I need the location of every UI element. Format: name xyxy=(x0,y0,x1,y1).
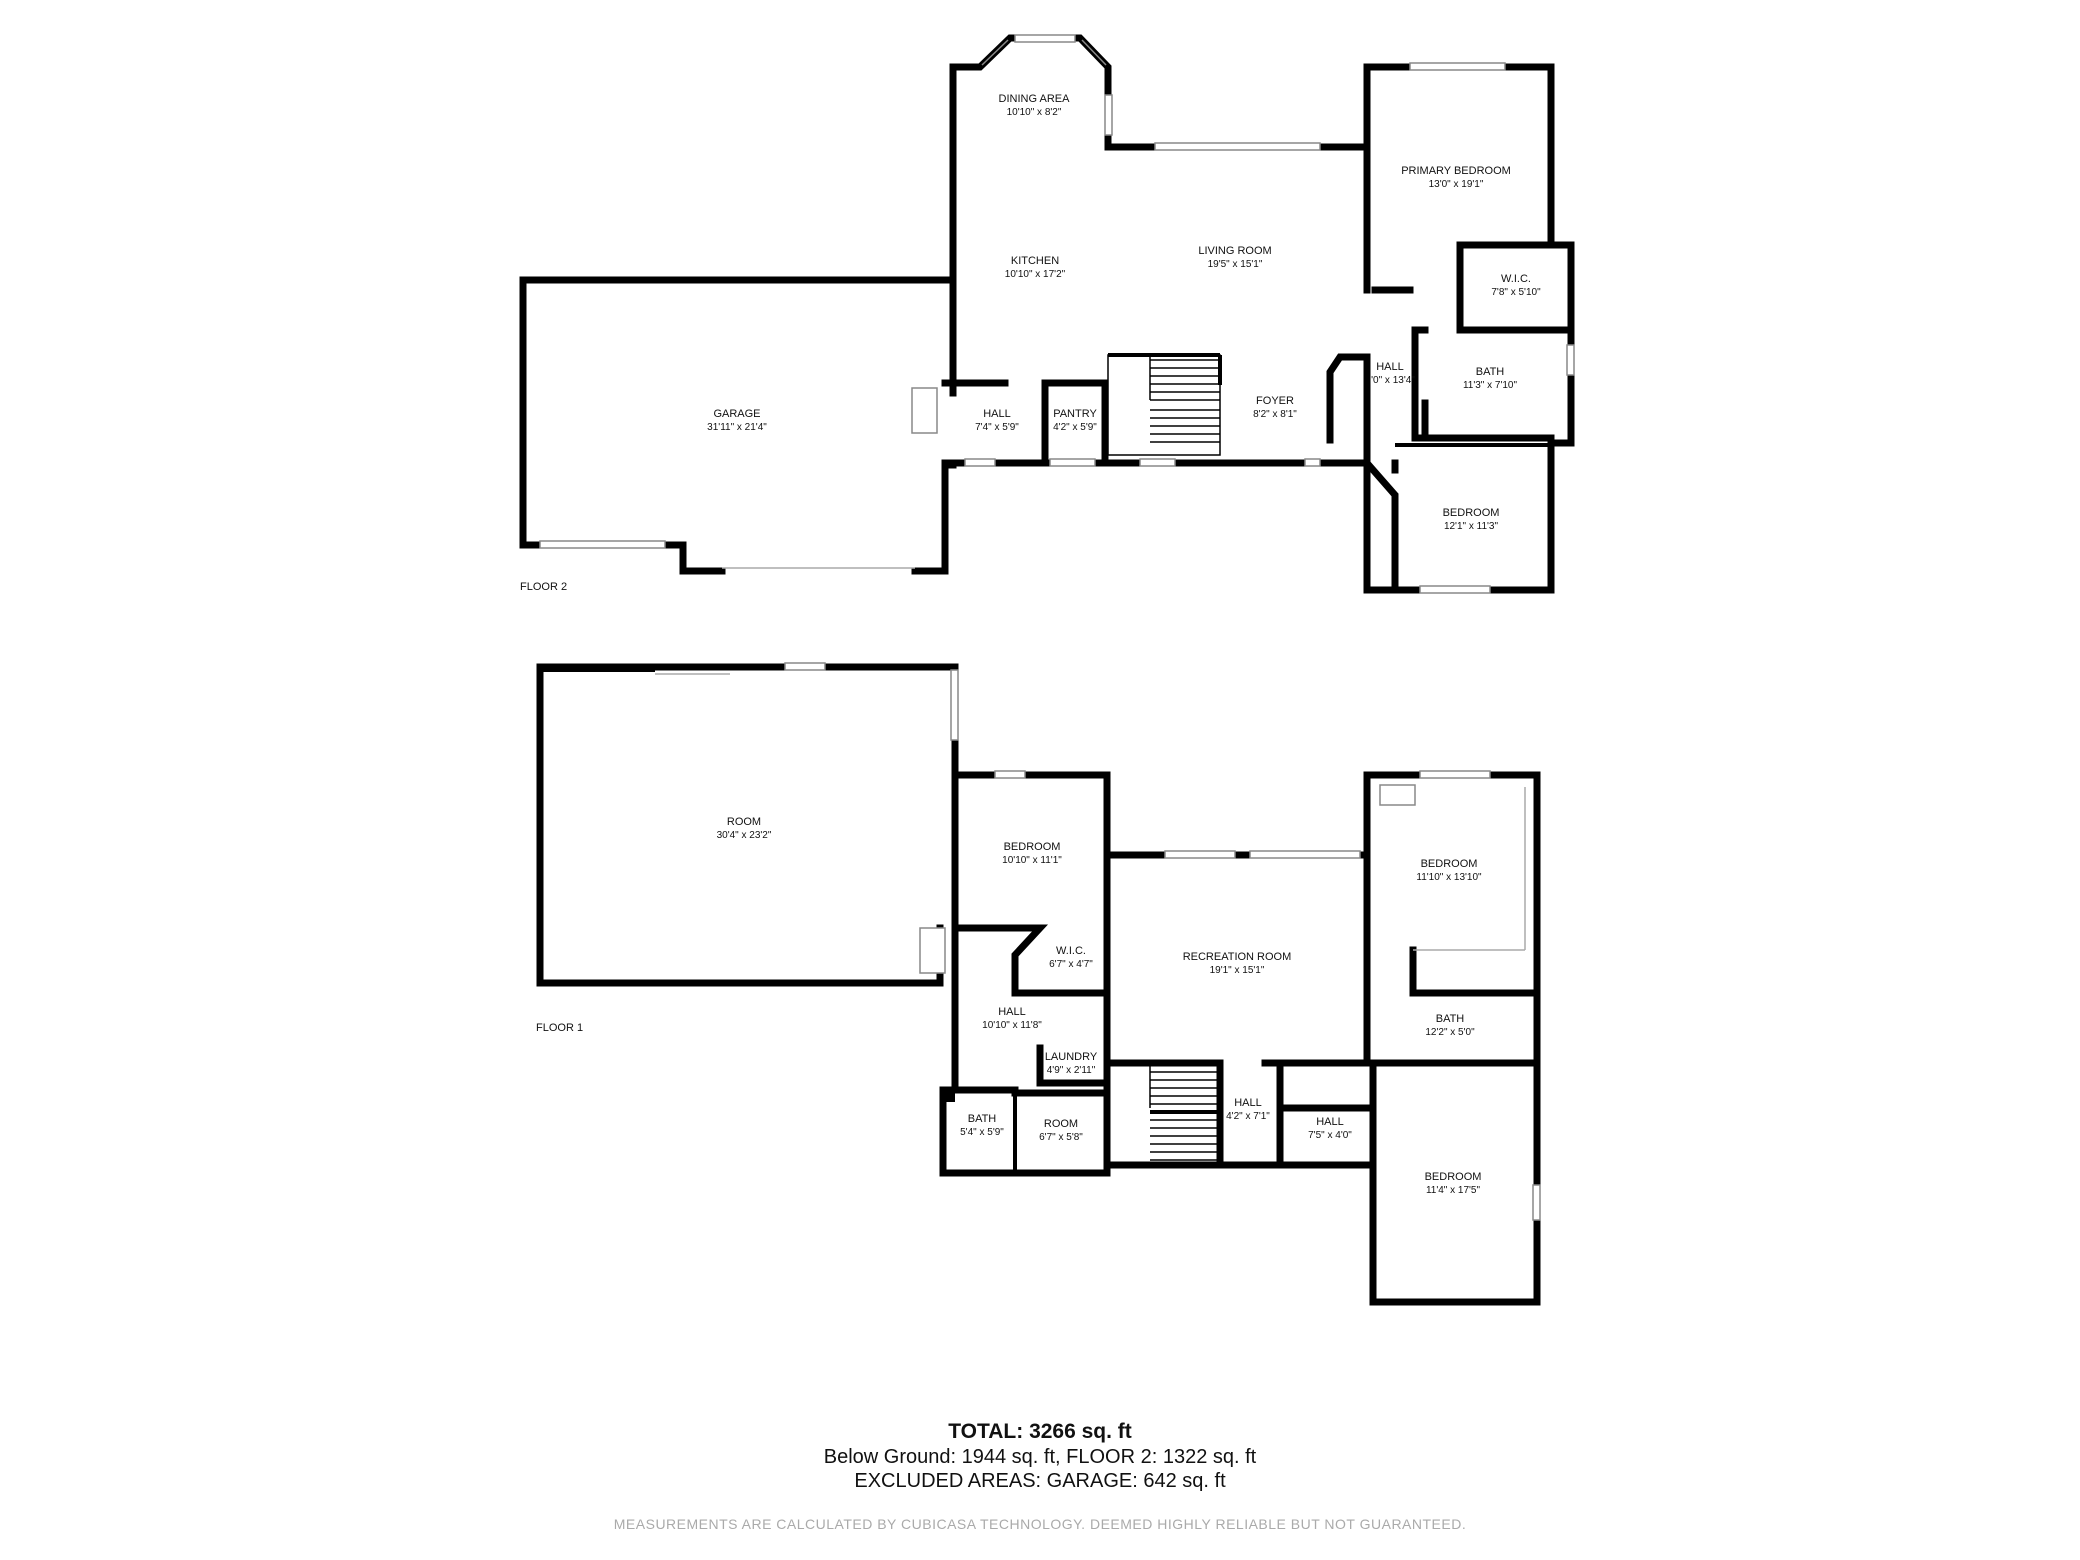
lower-halls-walls xyxy=(1103,1059,1377,1169)
room-name: GARAGE xyxy=(713,408,760,420)
pantry-window xyxy=(1049,458,1096,467)
room-dims: 30'4" x 23'2" xyxy=(717,830,772,841)
hall-lower-walls xyxy=(939,924,1111,1177)
room-name: KITCHEN xyxy=(1011,255,1059,267)
room-name: RECREATION ROOM xyxy=(1183,951,1292,963)
room-dims: '0" x 13'4" xyxy=(1371,375,1415,386)
bath-walls xyxy=(1411,326,1555,442)
hall-pantry-walls xyxy=(941,379,1109,467)
foyer-window-1 xyxy=(1139,458,1176,467)
garage-window xyxy=(539,540,666,549)
floor1-stairs xyxy=(1149,1065,1220,1161)
room-dims: 12'2" x 5'0" xyxy=(1425,1027,1475,1038)
floor-label: FLOOR 1 xyxy=(536,1022,583,1034)
room-dims: 6'7" x 5'8" xyxy=(1039,1132,1083,1143)
room-dims: 11'4" x 17'5" xyxy=(1426,1185,1481,1196)
entry-step-f1 xyxy=(919,927,946,974)
room-name: HALL xyxy=(1316,1116,1344,1128)
room-dims: 11'10" x 13'10" xyxy=(1416,872,1482,883)
room-name: BATH xyxy=(968,1113,997,1125)
room-labels: DINING AREA 10'10" x 8'2" KITCHEN 10'10"… xyxy=(520,93,1541,1196)
bedroom-window-f1 xyxy=(994,770,1026,779)
big-room-window-2 xyxy=(950,669,959,741)
room-dims: 12'1" x 11'3" xyxy=(1444,521,1499,532)
room-name: PRIMARY BEDROOM xyxy=(1401,165,1511,177)
floor-label: FLOOR 2 xyxy=(520,581,567,593)
bedroom-window-f1-2 xyxy=(1419,770,1491,779)
dining-window xyxy=(1014,34,1076,43)
dining-side-window xyxy=(1104,94,1113,136)
room-name: LAUNDRY xyxy=(1045,1051,1098,1063)
room-name: BEDROOM xyxy=(1421,858,1478,870)
room-name: BEDROOM xyxy=(1425,1171,1482,1183)
room-name: HALL xyxy=(983,408,1011,420)
floor2-stairs xyxy=(1107,353,1222,456)
room-dims: 7'5" x 4'0" xyxy=(1308,1130,1352,1141)
bay-window-left xyxy=(981,39,1009,66)
room-dims: 19'1" x 15'1" xyxy=(1210,965,1265,976)
bath-corner xyxy=(940,1087,955,1102)
primary-inner-walls xyxy=(1363,143,1575,334)
room-dims: 13'0" x 19'1" xyxy=(1429,179,1484,190)
room-name: BATH xyxy=(1436,1013,1465,1025)
hall-bedroom-walls xyxy=(1326,353,1399,594)
room-name: HALL xyxy=(1376,361,1404,373)
bedroom-window xyxy=(1419,585,1491,594)
bay-window-right xyxy=(1081,39,1107,66)
room-name: BATH xyxy=(1476,366,1505,378)
big-room-slab xyxy=(540,664,655,672)
room-name: W.I.C. xyxy=(1056,945,1086,957)
excluded-areas: EXCLUDED AREAS: GARAGE: 642 sq. ft xyxy=(854,1470,1226,1492)
room-dims: 10'10" x 8'2" xyxy=(1007,107,1062,118)
room-dims: 4'2" x 5'9" xyxy=(1053,422,1097,433)
bath-window xyxy=(1566,344,1575,376)
area-breakdown: Below Ground: 1944 sq. ft, FLOOR 2: 1322… xyxy=(823,1446,1257,1468)
room-dims: 6'7" x 4'7" xyxy=(1049,959,1093,970)
room-dims: 4'9" x 2'11" xyxy=(1047,1065,1096,1076)
room-dims: 7'4" x 5'9" xyxy=(975,422,1019,433)
closet-corner xyxy=(1379,784,1416,806)
big-room-window-1 xyxy=(784,662,826,671)
room-dims: 11'3" x 7'10" xyxy=(1463,380,1518,391)
room-dims: 31'11" x 21'4" xyxy=(707,422,767,433)
bedroom-window-f1-3 xyxy=(1532,1184,1541,1221)
room-dims: 10'10" x 11'8" xyxy=(982,1020,1042,1031)
room-name: DINING AREA xyxy=(999,93,1071,105)
recreation-walls xyxy=(1103,771,1541,1306)
total-area: TOTAL: 3266 sq. ft xyxy=(948,1420,1132,1443)
foyer-window-2 xyxy=(1304,458,1321,467)
floor-1-plan xyxy=(536,662,1541,1306)
room-name: ROOM xyxy=(1044,1118,1078,1130)
room-name: ROOM xyxy=(727,816,761,828)
room-dims: 10'10" x 11'1" xyxy=(1002,855,1062,866)
room-name: BEDROOM xyxy=(1004,841,1061,853)
disclaimer: MEASUREMENTS ARE CALCULATED BY CUBICASA … xyxy=(613,1516,1467,1532)
room-name: PANTRY xyxy=(1053,408,1097,420)
room-dims: 5'4" x 5'9" xyxy=(960,1127,1004,1138)
room-name: HALL xyxy=(998,1006,1026,1018)
primary-window xyxy=(1409,62,1506,71)
living-window xyxy=(1154,142,1321,151)
rec-window-1 xyxy=(1164,850,1236,859)
main-house-walls xyxy=(941,34,1575,594)
room-name: LIVING ROOM xyxy=(1198,245,1271,257)
room-name: FOYER xyxy=(1256,395,1294,407)
room-dims: 19'5" x 15'1" xyxy=(1208,259,1263,270)
room-dims: 10'10" x 17'2" xyxy=(1005,269,1066,280)
room-name: W.I.C. xyxy=(1501,273,1531,285)
room-dims: 8'2" x 8'1" xyxy=(1253,409,1297,420)
room-dims: 7'8" x 5'10" xyxy=(1491,287,1541,298)
right-inner-walls xyxy=(1363,851,1541,1169)
entry-step xyxy=(911,387,938,434)
room-name: HALL xyxy=(1234,1097,1262,1109)
room-dims: 4'2" x 7'1" xyxy=(1226,1111,1270,1122)
hall-window xyxy=(964,458,996,467)
room-name: BEDROOM xyxy=(1443,507,1500,519)
rec-window-2 xyxy=(1249,850,1361,859)
floor-2-plan xyxy=(519,34,1575,594)
